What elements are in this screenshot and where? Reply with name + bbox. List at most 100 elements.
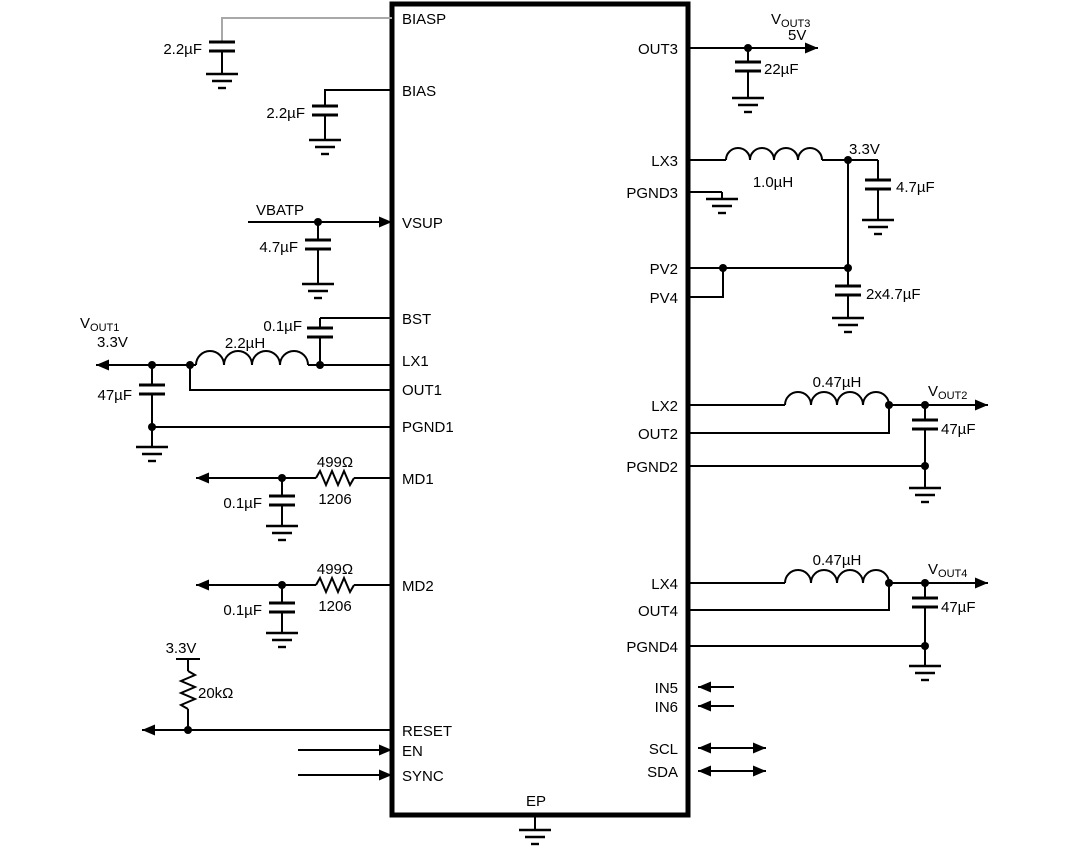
md1-resistor-label: 499Ω [317, 454, 353, 471]
pin-label-pv2: PV2 [650, 261, 678, 278]
biasp-cap-label: 2.2µF [163, 41, 202, 58]
pin-label-sda: SDA [647, 764, 678, 781]
vout2-arrow-icon [975, 399, 988, 411]
ic-left-pin-labels: BIASP BIAS VSUP BST LX1 OUT1 PGND1 MD1 M… [402, 11, 454, 785]
reset-resistor-symbol [180, 670, 196, 710]
pin-label-pgnd2: PGND2 [626, 459, 678, 476]
md2-resistor-symbol [315, 577, 355, 593]
buck2-output-circuit: 0.47µH VOUT2 47µF [688, 374, 988, 504]
buck4-output-circuit: 0.47µH VOUT4 47µF [688, 552, 988, 682]
reset-circuit: 3.3V 20kΩ [142, 640, 392, 736]
pv-ground-icon [830, 316, 866, 334]
out3-circuit: VOUT3 5V 22µF [688, 11, 818, 114]
pin-label-pv4: PV4 [650, 290, 678, 307]
out1-cap-label: 47µF [98, 387, 133, 404]
pin-label-md1: MD1 [402, 471, 434, 488]
pin-label-vsup: VSUP [402, 215, 443, 232]
md1-resistor-symbol [315, 470, 355, 486]
lx2-inductor-label: 0.47µH [813, 374, 862, 391]
vout3-label: VOUT3 [771, 11, 810, 30]
vout4-label: VOUT4 [928, 561, 967, 580]
lx1-inductor-symbol [195, 350, 309, 366]
pv4-wire [688, 268, 724, 298]
out2-wire [688, 405, 890, 434]
vout1-arrow-icon [96, 359, 109, 371]
rail-3v3-label: 3.3V [849, 141, 880, 158]
pv-capacitor-symbol [833, 284, 863, 297]
lx4-inductor-symbol [784, 569, 890, 584]
vbatp-label: VBATP [256, 202, 304, 219]
ic-body [389, 1, 691, 818]
bias-ground-icon [307, 138, 343, 156]
vsup-ground-icon [300, 282, 336, 300]
out4-capacitor-symbol [910, 596, 940, 609]
lx3-ground-icon [860, 218, 896, 236]
pin-label-en: EN [402, 743, 423, 760]
lx3-capacitor-symbol [863, 178, 893, 191]
out1-wire [189, 365, 392, 391]
vout4-arrow-icon [975, 577, 988, 589]
vout1-voltage-label: 3.3V [97, 334, 128, 351]
vsup-capacitor-symbol [303, 238, 333, 251]
pin-label-lx3: LX3 [651, 153, 678, 170]
pgnd3-ground-icon [704, 197, 740, 215]
md2-resistor-label: 499Ω [317, 561, 353, 578]
md1-ground-icon [264, 524, 300, 542]
bias-wire [324, 89, 392, 106]
biasp-wire [221, 17, 392, 42]
sda-arrow-left-icon [698, 765, 711, 777]
pin-label-lx4: LX4 [651, 576, 678, 593]
in5-in6-inputs [698, 681, 734, 712]
md2-arrow-icon [196, 579, 209, 591]
vout1-label: VOUT1 [80, 315, 119, 334]
out3-ground-icon [730, 96, 766, 114]
md1-package-label: 1206 [318, 491, 351, 508]
vsup-cap-label: 4.7µF [259, 239, 298, 256]
md1-arrow-icon [196, 472, 209, 484]
reset-arrow-icon [142, 724, 155, 736]
vout3-arrow-icon [805, 42, 818, 54]
pin-label-in5: IN5 [655, 680, 678, 697]
md2-capacitor-symbol [267, 601, 297, 614]
bias-cap-label: 2.2µF [266, 105, 305, 122]
biasp-capacitor-symbol [207, 40, 237, 53]
reset-rail-label: 3.3V [166, 640, 197, 657]
ep-ground-icon [517, 828, 553, 846]
out2-cap-label: 47µF [941, 421, 976, 438]
pgnd3-circuit [688, 191, 740, 215]
pin-label-lx2: LX2 [651, 398, 678, 415]
pin-label-out3: OUT3 [638, 41, 678, 58]
out4-wire [688, 583, 890, 611]
bst-cap-label: 0.1µF [263, 318, 302, 335]
pin-label-ep: EP [526, 793, 546, 810]
md2-package-label: 1206 [318, 598, 351, 615]
pin-label-pgnd1: PGND1 [402, 419, 454, 436]
bst-circuit: 0.1µF [263, 317, 392, 369]
biasp-circuit: 2.2µF [163, 17, 392, 90]
lx3-cap-label: 4.7µF [896, 179, 935, 196]
pin-label-out4: OUT4 [638, 603, 678, 620]
md2-circuit: 499Ω 1206 0.1µF [196, 561, 392, 649]
lx4-inductor-label: 0.47µH [813, 552, 862, 569]
lx2-inductor-symbol [784, 391, 890, 406]
bias-capacitor-symbol [310, 104, 340, 117]
en-sync-inputs [298, 744, 392, 781]
pgnd1-ground-icon [134, 445, 170, 463]
bias-circuit: 2.2µF [266, 89, 392, 156]
out4-cap-label: 47µF [941, 599, 976, 616]
pin-label-in6: IN6 [655, 699, 678, 716]
pin-label-md2: MD2 [402, 578, 434, 595]
buck3-output-circuit: 1.0µH 3.3V 4.7µF [688, 141, 935, 268]
biasp-ground-icon [204, 72, 240, 90]
pin-label-bst: BST [402, 311, 431, 328]
pgnd4-ground-icon [907, 664, 943, 682]
pin-label-out1: OUT1 [402, 382, 442, 399]
pin-label-pgnd3: PGND3 [626, 185, 678, 202]
pin-label-biasp: BIASP [402, 11, 446, 28]
pin-label-reset: RESET [402, 723, 452, 740]
pin-label-scl: SCL [649, 741, 678, 758]
out2-capacitor-symbol [910, 418, 940, 431]
bst-capacitor-symbol [305, 326, 335, 339]
junction-dot [719, 264, 727, 272]
